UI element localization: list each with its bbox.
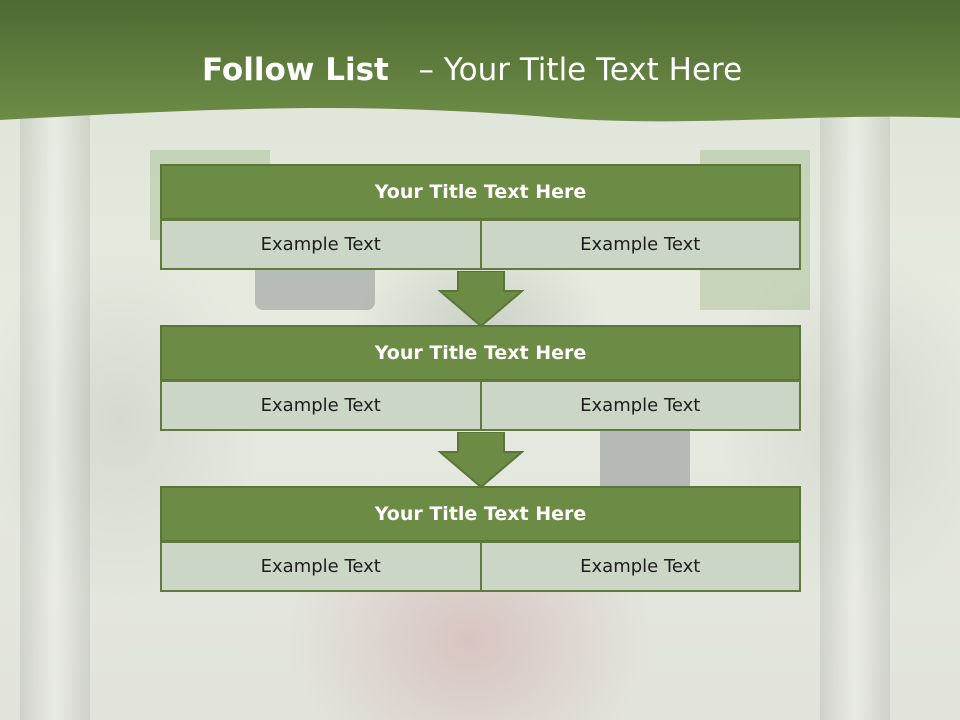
list-block-3: Your Title Text Here Example Text Exampl… bbox=[160, 486, 801, 592]
block-title: Your Title Text Here bbox=[160, 486, 801, 542]
block-cell-left: Example Text bbox=[160, 541, 482, 592]
block-cell-right: Example Text bbox=[479, 380, 801, 431]
block-row: Example Text Example Text bbox=[160, 380, 801, 431]
list-block-1: Your Title Text Here Example Text Exampl… bbox=[160, 164, 801, 270]
down-arrow-icon bbox=[438, 432, 524, 488]
block-cell-left: Example Text bbox=[160, 380, 482, 431]
header-band: Follow List – Your Title Text Here bbox=[0, 0, 960, 140]
page-title: Follow List – Your Title Text Here bbox=[202, 52, 742, 88]
block-cell-left: Example Text bbox=[160, 219, 482, 270]
block-cell-right: Example Text bbox=[479, 219, 801, 270]
list-block-2: Your Title Text Here Example Text Exampl… bbox=[160, 325, 801, 431]
block-row: Example Text Example Text bbox=[160, 219, 801, 270]
page-title-rest: – Your Title Text Here bbox=[418, 52, 743, 88]
block-title: Your Title Text Here bbox=[160, 325, 801, 381]
down-arrow-icon bbox=[438, 271, 524, 327]
block-cell-right: Example Text bbox=[479, 541, 801, 592]
page-title-bold: Follow List bbox=[202, 52, 389, 88]
block-title: Your Title Text Here bbox=[160, 164, 801, 220]
block-row: Example Text Example Text bbox=[160, 541, 801, 592]
